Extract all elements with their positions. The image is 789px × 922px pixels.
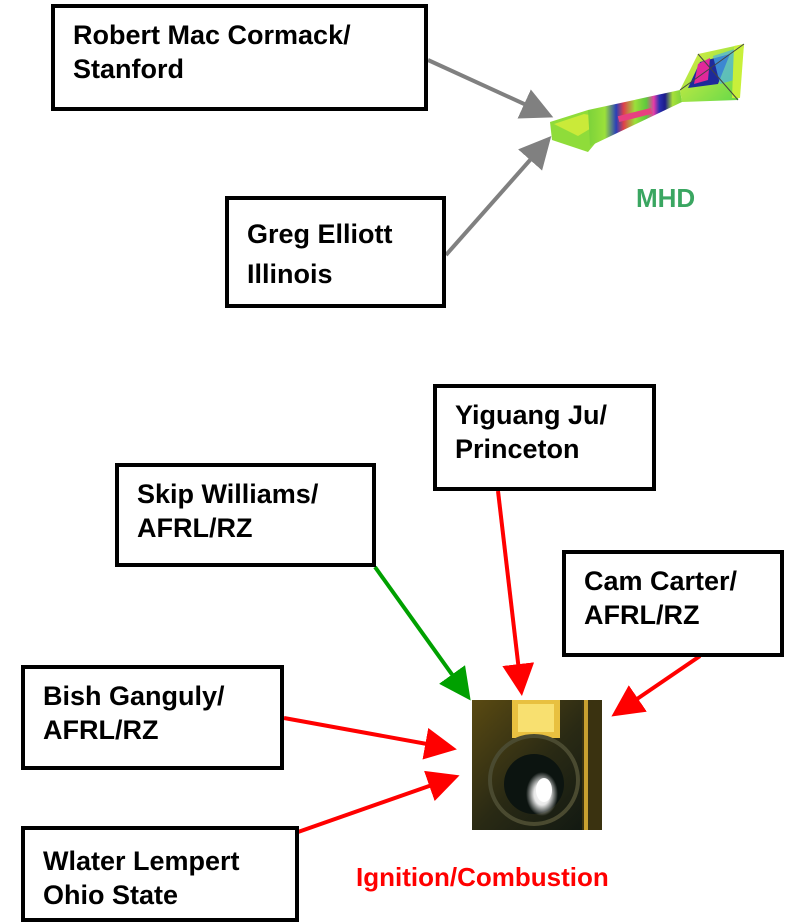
person-affiliation: Ohio State xyxy=(43,880,179,910)
person-box-ju: Yiguang Ju/ Princeton xyxy=(433,384,656,491)
person-affiliation: AFRL/RZ xyxy=(584,600,700,630)
person-affiliation: AFRL/RZ xyxy=(43,715,159,745)
arrow-carter-to-combustion xyxy=(611,654,702,717)
arrow-lempert-to-combustion xyxy=(297,770,460,834)
arrow-elliott-to-mhd xyxy=(444,136,552,257)
person-name: Yiguang Ju/ xyxy=(455,400,608,430)
person-name: Skip Williams/ xyxy=(137,479,319,509)
arrow-ganguly-to-combustion xyxy=(283,716,457,760)
person-box-lempert: Wlater Lempert Ohio State xyxy=(21,826,299,922)
person-name: Wlater Lempert xyxy=(43,846,240,876)
person-name: Greg Elliott xyxy=(247,219,393,249)
person-box-williams: Skip Williams/ AFRL/RZ xyxy=(115,463,376,567)
person-affiliation: Princeton xyxy=(455,434,580,464)
person-affiliation: Stanford xyxy=(73,54,184,84)
person-name: Bish Ganguly/ xyxy=(43,681,225,711)
person-name: Robert Mac Cormack/ xyxy=(73,20,351,50)
arrow-maccormack-to-mhd xyxy=(427,58,554,119)
person-box-maccormack: Robert Mac Cormack/ Stanford xyxy=(51,4,428,111)
arrow-ju-to-combustion xyxy=(496,490,535,696)
person-affiliation: AFRL/RZ xyxy=(137,513,253,543)
person-affiliation: Illinois xyxy=(247,259,333,289)
mhd-simulation-image xyxy=(548,40,748,160)
combustion-photo xyxy=(472,700,602,830)
person-name: Cam Carter/ xyxy=(584,566,738,596)
person-box-elliott: Greg Elliott Illinois xyxy=(225,196,446,308)
ignition-combustion-caption: Ignition/Combustion xyxy=(356,862,609,892)
arrow-williams-to-combustion xyxy=(373,565,471,701)
mhd-caption: MHD xyxy=(636,183,696,213)
person-box-carter: Cam Carter/ AFRL/RZ xyxy=(562,550,784,657)
person-box-ganguly: Bish Ganguly/ AFRL/RZ xyxy=(21,665,284,770)
